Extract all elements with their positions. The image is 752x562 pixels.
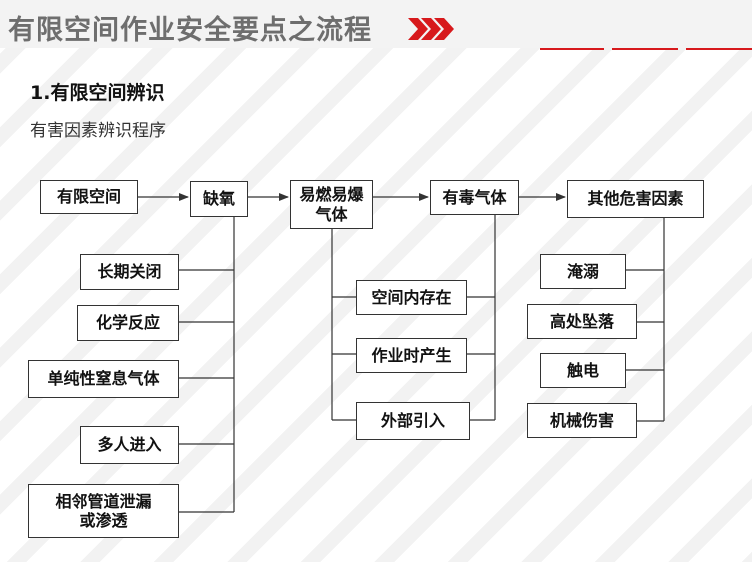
hazard-drowning: 淹溺: [540, 254, 626, 289]
cause-asphyxiant-gas: 单纯性窒息气体: [28, 360, 179, 398]
flow-step-toxic-gas: 有毒气体: [430, 180, 519, 215]
source-present-in-space: 空间内存在: [356, 280, 467, 315]
flow-step-flammable-gas: 易燃易爆 气体: [290, 180, 373, 229]
source-generated-during-work: 作业时产生: [356, 338, 467, 373]
hazard-electric-shock: 触电: [540, 353, 626, 388]
cause-chemical-reaction: 化学反应: [77, 305, 179, 341]
hazard-mechanical-injury: 机械伤害: [527, 403, 637, 438]
chevron-right-icon: [408, 18, 454, 40]
cause-long-closed: 长期关闭: [80, 254, 179, 290]
flow-step-other-hazards: 其他危害因素: [567, 180, 704, 218]
slide-title: 有限空间作业安全要点之流程: [8, 15, 372, 46]
slide-header: 有限空间作业安全要点之流程: [0, 0, 752, 48]
hazard-fall-from-height: 高处坠落: [527, 304, 637, 339]
source-external-introduction: 外部引入: [356, 402, 470, 440]
flow-step-confined-space: 有限空间: [40, 180, 138, 214]
cause-multiple-entry: 多人进入: [80, 426, 179, 464]
cause-adjacent-pipe-leak: 相邻管道泄漏 或渗透: [28, 484, 179, 538]
section-subheading: 有害因素辨识程序: [30, 121, 166, 141]
section-heading: 1.有限空间辨识: [30, 82, 165, 104]
flow-step-oxygen-deficiency: 缺氧: [190, 181, 248, 217]
